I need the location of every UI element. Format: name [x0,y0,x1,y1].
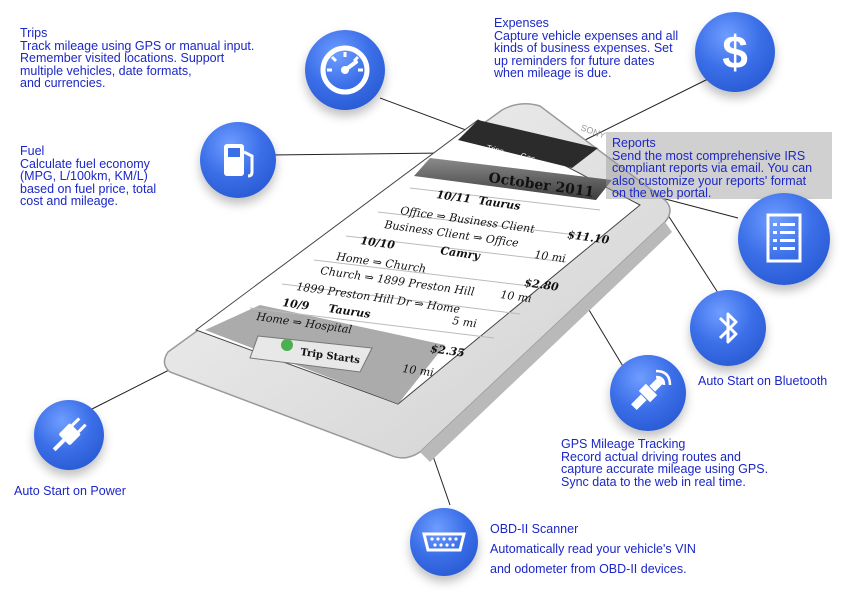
dollar-icon: $ [695,12,775,92]
obd-body: Automatically read your vehicle's VIN an… [490,542,696,576]
svg-text:$: $ [722,26,748,78]
satellite-icon [610,355,686,431]
gps-title: GPS Mileage Tracking [561,437,686,451]
obd-callout: OBD-II Scanner Automatically read your v… [490,519,696,579]
expenses-connector [584,77,711,141]
power-callout: Auto Start on Power [14,485,126,498]
expenses-body: Capture vehicle expenses and all kinds o… [494,28,679,80]
bluetooth-icon [690,290,766,366]
bluetooth-connector [665,211,721,297]
tab-trips[interactable]: Trips [486,143,505,156]
gps-body: Record actual driving routes and capture… [561,449,769,489]
trip-distance: 10 mi [402,362,435,379]
reports-title: Reports [612,136,656,150]
expenses-callout: Expenses Capture vehicle expenses and al… [494,17,678,80]
tab-gas[interactable]: Gas [520,151,536,163]
trip-start-label[interactable]: Trip Starts [300,347,361,366]
trips-title: Trips [20,26,48,40]
fuel-pump-icon [200,122,276,198]
reports-body: Send the most comprehensive IRS complian… [612,148,813,200]
report-document-icon [738,193,830,285]
obd-title: OBD-II Scanner [490,522,579,536]
power-plug-icon [34,400,104,470]
expenses-title: Expenses [494,16,549,30]
trip-date: 10/10 [360,234,396,252]
trip-date: 10/9 [282,296,311,313]
trip-date: 10/11 [436,188,472,206]
trip-amount: $11.10 [567,228,611,247]
trip-amount: $2.35 [430,342,466,360]
trip-distance: 5 mi [452,314,478,330]
trip-vehicle: Taurus [478,194,522,213]
reports-callout: Reports Send the most comprehensive IRS … [612,137,812,200]
power-title: Auto Start on Power [14,484,126,498]
power-connector [89,366,176,411]
trip-vehicle: Taurus [328,302,372,321]
bluetooth-title: Auto Start on Bluetooth [698,374,828,388]
trip-vehicle: Camry [440,244,483,263]
fuel-title: Fuel [20,144,45,158]
trips-body: Track mileage using GPS or manual input.… [20,38,255,90]
trips-callout: Trips Track mileage using GPS or manual … [20,27,254,90]
gps-callout: GPS Mileage Tracking Record actual drivi… [561,438,768,488]
trip-distance: 10 mi [500,288,533,305]
fuel-callout: Fuel Calculate fuel economy (MPG, L/100k… [20,145,156,208]
bluetooth-callout: Auto Start on Bluetooth [698,375,827,388]
trip-amount: $2.80 [524,276,560,294]
month-header: October 2011 [487,170,595,201]
obd-connector-icon [410,508,478,576]
speedometer-icon [305,30,385,110]
reports-highlight-box [606,132,832,199]
trip-distance: 10 mi [534,248,567,265]
fuel-body: Calculate fuel economy (MPG, L/100km, KM… [20,156,157,208]
